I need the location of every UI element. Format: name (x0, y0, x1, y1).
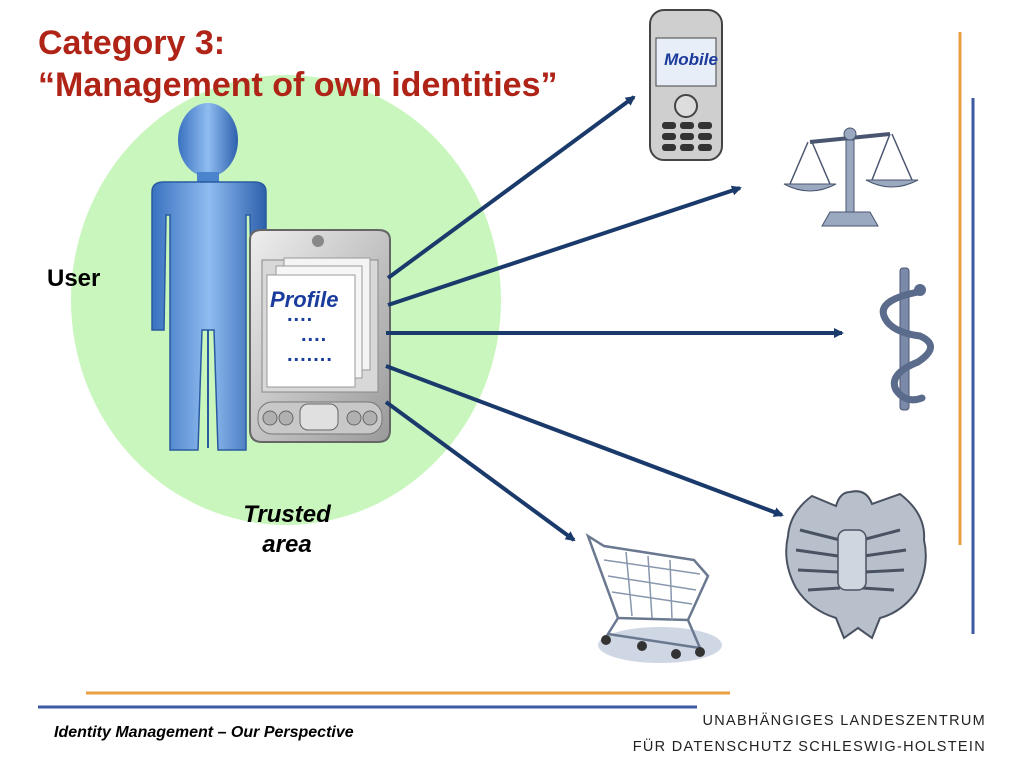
slide-title: Category 3: “Management of own identitie… (38, 22, 557, 106)
organization-logo-text: UNABHÄNGIGES LANDESZENTRUM FÜR DATENSCHU… (633, 708, 986, 760)
arrow-to-government (385, 364, 784, 517)
profile-dots-3: ....... (287, 344, 333, 366)
relationship-arrows (384, 95, 844, 542)
trusted-area-label-line2: area (262, 531, 312, 558)
user-label: User (47, 265, 101, 292)
user-figure-icon (151, 103, 267, 451)
scales-of-justice-icon (783, 127, 919, 227)
profile-dots-1: .... (287, 304, 314, 326)
federal-eagle-icon (785, 490, 927, 640)
shopping-cart-icon (585, 533, 722, 663)
footer-title: Identity Management – Our Perspective (54, 724, 354, 741)
profile-dots-2: .... (301, 324, 328, 346)
organization-line1: UNABHÄNGIGES LANDESZENTRUM (702, 713, 986, 729)
mobile-phone-icon (649, 9, 723, 161)
organization-line2: FÜR DATENSCHUTZ SCHLESWIG-HOLSTEIN (632, 739, 986, 755)
pda-icon (249, 229, 391, 443)
slide-title-line1: Category 3: (38, 24, 226, 62)
trusted-area-label-line1: Trusted (243, 501, 331, 528)
trusted-area-label: Trusted area (232, 500, 342, 560)
profile-label: Profile (270, 287, 339, 312)
arrow-to-mobile (386, 95, 636, 280)
slide-title-line2: “Management of own identities” (38, 66, 558, 104)
mobile-screen-label: Mobile (664, 50, 718, 69)
asclepius-staff-icon (879, 267, 934, 411)
arrow-to-justice (387, 185, 742, 307)
arrow-to-shopping (384, 400, 576, 542)
